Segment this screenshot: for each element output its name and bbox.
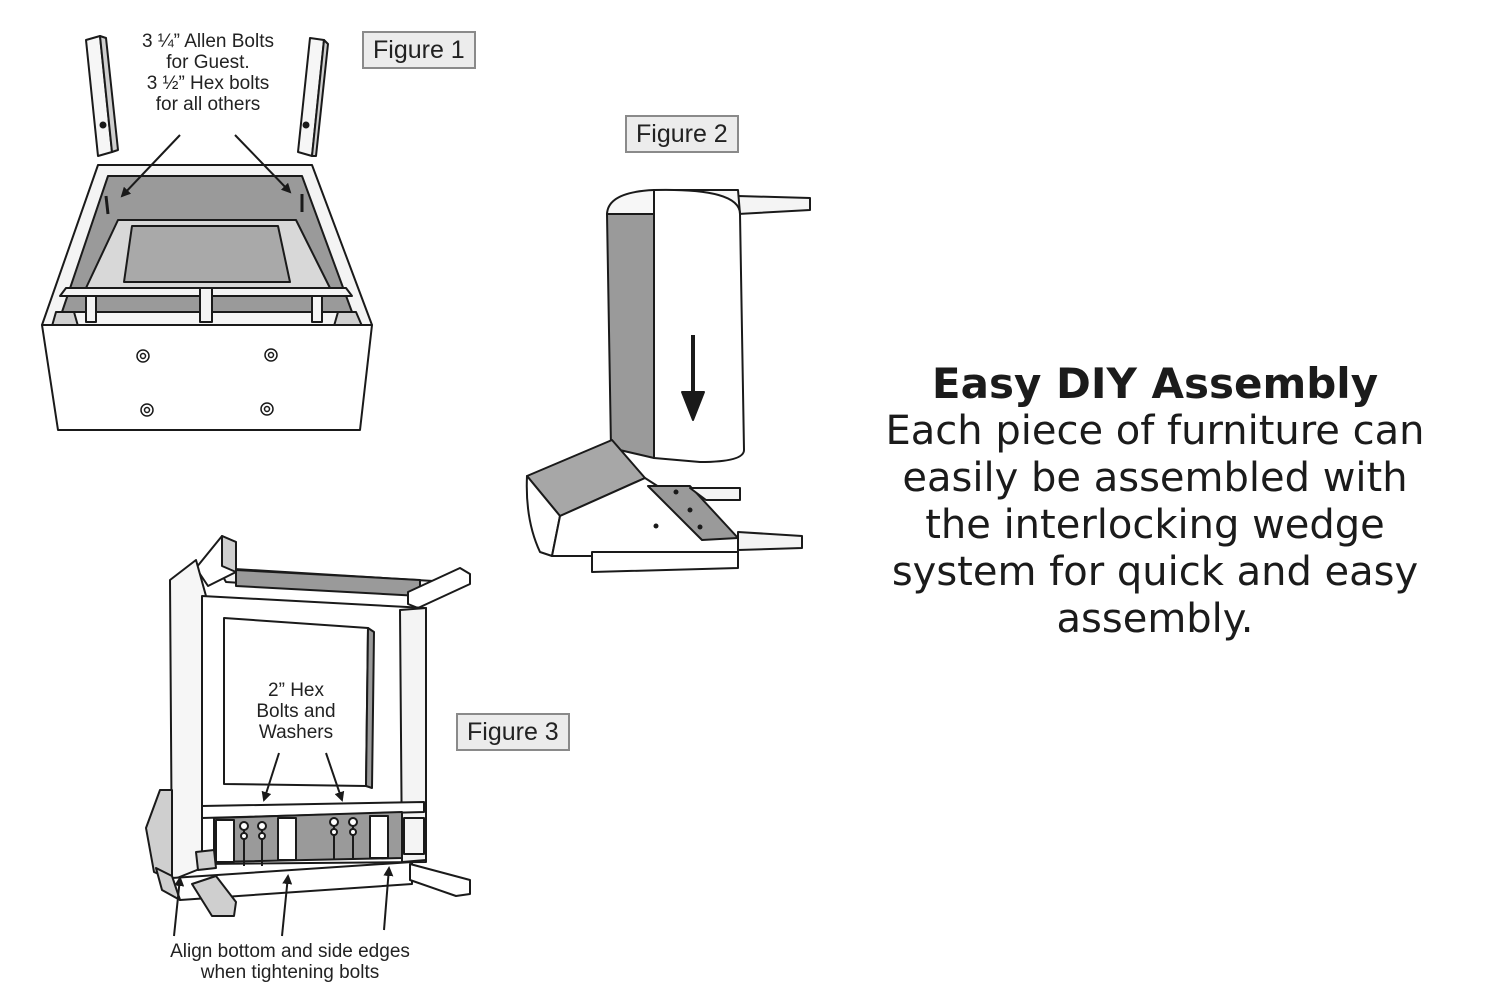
body-line: system for quick and easy xyxy=(891,549,1419,595)
left-side-frame xyxy=(169,559,207,881)
fig1-left-bolt xyxy=(104,195,110,215)
figure-1-label: Figure 1 xyxy=(362,31,476,69)
upper-block-front xyxy=(653,188,745,463)
assembly-description: Easy DIY Assembly Each piece of furnitur… xyxy=(860,360,1450,643)
upper-tenon xyxy=(737,195,811,215)
body-line: assembly. xyxy=(1056,596,1254,642)
lower-wedge-front xyxy=(525,475,561,557)
figure-3-drawing xyxy=(145,535,471,917)
lower-shelf xyxy=(201,801,425,819)
body-line: easily be assembled with xyxy=(902,455,1408,501)
callout-line: 3 ½” Hex bolts xyxy=(146,73,270,94)
left-back-post-side xyxy=(99,35,119,153)
fig3-bolt-callout: 2” Hex Bolts and Washers xyxy=(236,680,356,743)
right-side-board xyxy=(399,607,427,863)
body-line: Each piece of furniture can xyxy=(885,408,1425,454)
figure-3-label: Figure 3 xyxy=(456,713,570,751)
callout-line: 2” Hex xyxy=(268,680,324,701)
callout-line: Washers xyxy=(258,722,334,743)
description-body: Each piece of furniture can easily be as… xyxy=(860,408,1450,643)
right-top-arm xyxy=(407,567,471,609)
callout-line: 3 ¼” Allen Bolts xyxy=(141,31,275,52)
callout-line: for all others xyxy=(155,94,261,115)
figure-2-label: Figure 2 xyxy=(625,115,739,153)
fig3-bolts xyxy=(239,817,358,866)
note-line: Align bottom and side edges xyxy=(170,941,410,962)
callout-line: Bolts and xyxy=(256,701,336,722)
body-line: the interlocking wedge xyxy=(925,502,1385,548)
right-back-post-side xyxy=(311,39,329,157)
fig1-bolt-callout: 3 ¼” Allen Bolts for Guest. 3 ½” Hex bol… xyxy=(118,31,298,115)
fig3-align-note: Align bottom and side edges when tighten… xyxy=(140,941,440,983)
right-foot xyxy=(409,863,471,897)
figure-1-drawing xyxy=(41,35,373,431)
callout-line: for Guest. xyxy=(166,52,250,73)
note-line: when tightening bolts xyxy=(200,962,380,983)
lower-tenon-top xyxy=(689,487,741,501)
left-foot xyxy=(191,875,237,917)
description-title: Easy DIY Assembly xyxy=(931,359,1379,408)
upper-block-face xyxy=(606,213,655,459)
figure-2-drawing xyxy=(525,188,811,573)
lower-tenon-bottom xyxy=(737,531,803,551)
box-front-face xyxy=(41,324,373,431)
inner-panel xyxy=(123,225,291,283)
lower-base-plank xyxy=(591,551,739,573)
